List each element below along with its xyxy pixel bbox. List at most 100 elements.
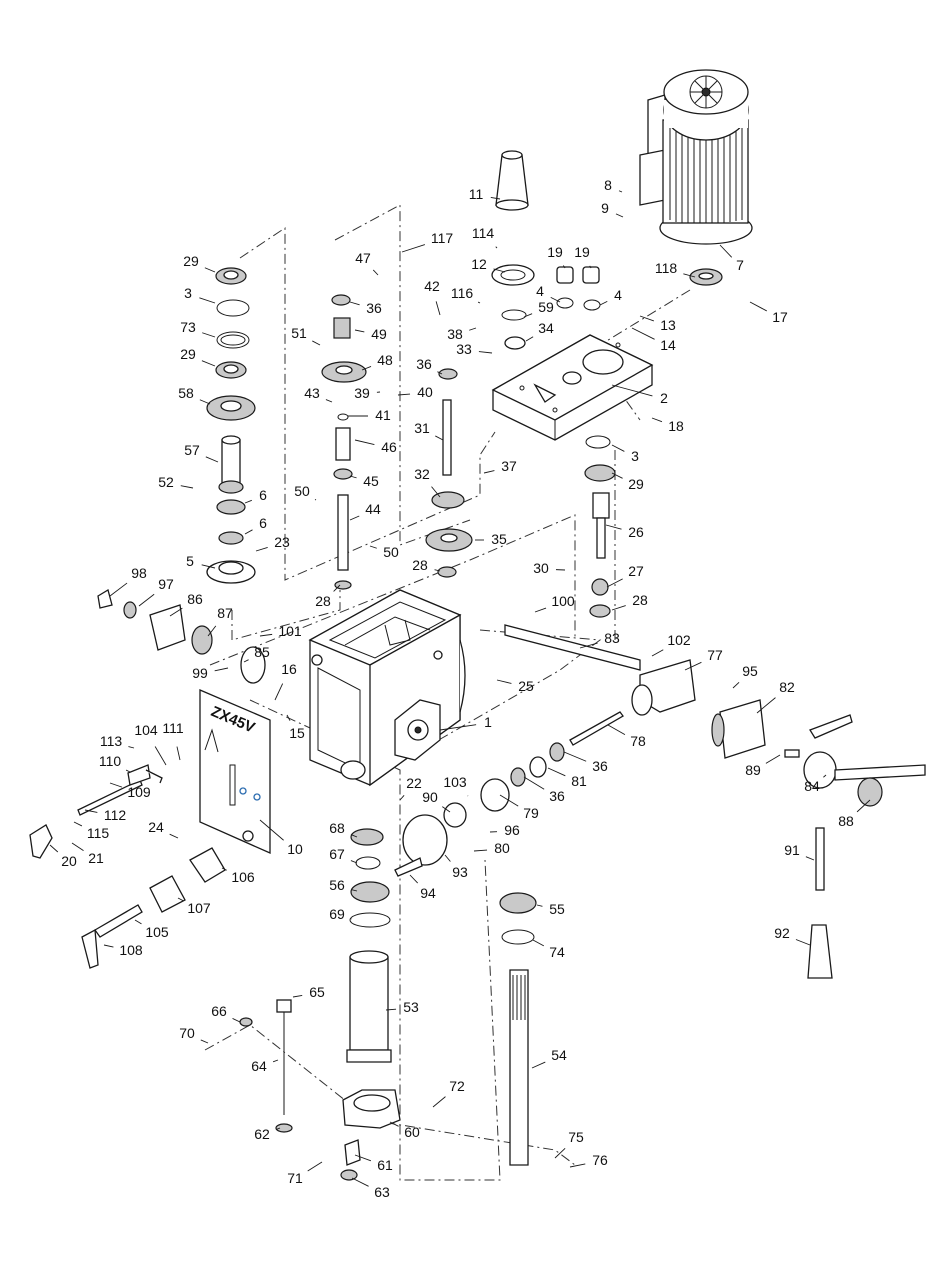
callout-number: 4 bbox=[536, 283, 544, 299]
callout-c79: 79 bbox=[499, 794, 539, 821]
callout-c36c: 36 bbox=[563, 751, 608, 774]
callout-leader bbox=[333, 584, 341, 592]
callout-leader bbox=[349, 515, 360, 521]
callout-leader bbox=[589, 265, 592, 269]
callout-number: 63 bbox=[374, 1184, 390, 1200]
callout-c55: 55 bbox=[536, 901, 565, 917]
callout-leader bbox=[351, 889, 358, 892]
callout-leader bbox=[439, 724, 477, 731]
callout-c113: 113 bbox=[100, 733, 135, 749]
callout-c50b: 50 bbox=[369, 544, 399, 560]
callout-number: 99 bbox=[192, 665, 208, 681]
callout-leader bbox=[128, 746, 135, 749]
callout-leader bbox=[169, 833, 179, 839]
assembly-line-center-gear bbox=[334, 204, 471, 546]
callout-number: 87 bbox=[217, 605, 233, 621]
callout-leader bbox=[274, 683, 284, 701]
callout-number: 91 bbox=[784, 842, 800, 858]
callout-number: 2 bbox=[660, 390, 668, 406]
callout-leader bbox=[477, 301, 481, 304]
callout-number: 36 bbox=[592, 758, 608, 774]
callout-c19a: 19 bbox=[547, 244, 566, 269]
callout-leader bbox=[201, 360, 216, 367]
callout-number: 78 bbox=[630, 733, 646, 749]
callout-leader bbox=[354, 439, 375, 446]
callout-number: 16 bbox=[281, 661, 297, 677]
callout-c28c: 28 bbox=[611, 592, 648, 611]
callout-leader bbox=[199, 399, 211, 405]
callout-number: 56 bbox=[329, 877, 345, 893]
callout-number: 61 bbox=[377, 1157, 393, 1173]
head-casting bbox=[308, 589, 466, 787]
callout-leader bbox=[651, 649, 664, 657]
callout-number: 38 bbox=[447, 326, 463, 342]
callout-c23: 23 bbox=[255, 534, 290, 552]
callout-number: 105 bbox=[145, 924, 169, 940]
callout-leader bbox=[49, 844, 59, 853]
callout-number: 28 bbox=[412, 557, 428, 573]
callout-c93: 93 bbox=[444, 854, 468, 880]
callout-number: 107 bbox=[187, 900, 211, 916]
callout-c7: 7 bbox=[719, 244, 744, 273]
callout-leader bbox=[325, 399, 333, 403]
callout-c12: 12 bbox=[471, 256, 506, 273]
callout-c24: 24 bbox=[148, 819, 179, 839]
callout-leader bbox=[372, 269, 379, 276]
callout-number: 45 bbox=[363, 473, 379, 489]
callout-number: 17 bbox=[772, 309, 788, 325]
callout-number: 43 bbox=[304, 385, 320, 401]
callout-leader bbox=[473, 849, 488, 852]
callout-leader bbox=[354, 329, 365, 333]
callout-c38: 38 bbox=[447, 326, 477, 342]
callout-leader bbox=[554, 1148, 566, 1159]
callout-number: 113 bbox=[100, 733, 123, 749]
callout-leader bbox=[856, 799, 871, 813]
callout-number: 19 bbox=[547, 244, 563, 260]
callout-number: 25 bbox=[518, 678, 534, 694]
callout-number: 53 bbox=[403, 999, 419, 1015]
callout-number: 93 bbox=[452, 864, 468, 880]
callout-c88: 88 bbox=[838, 799, 871, 829]
callout-c116: 116 bbox=[451, 285, 481, 304]
callout-c73: 73 bbox=[180, 319, 216, 338]
callout-number: 6 bbox=[259, 515, 267, 531]
callout-number: 65 bbox=[309, 984, 325, 1000]
callout-number: 74 bbox=[549, 944, 565, 960]
callout-number: 110 bbox=[99, 753, 122, 769]
callout-number: 103 bbox=[443, 774, 467, 790]
assembly-line-quill bbox=[249, 699, 501, 1181]
callout-leader bbox=[169, 607, 183, 617]
callout-leader bbox=[109, 782, 123, 788]
callout-number: 106 bbox=[231, 869, 255, 885]
callout-number: 57 bbox=[184, 442, 200, 458]
callout-leader bbox=[350, 834, 358, 838]
callout-number: 71 bbox=[287, 1170, 303, 1186]
callout-leader bbox=[138, 593, 155, 607]
callout-number: 75 bbox=[568, 1129, 584, 1145]
callout-c82: 82 bbox=[756, 679, 795, 714]
callout-leader bbox=[73, 821, 83, 827]
callout-number: 104 bbox=[134, 722, 158, 738]
callout-c95: 95 bbox=[732, 663, 758, 689]
callout-leader bbox=[314, 499, 317, 501]
callout-c80: 80 bbox=[473, 840, 510, 856]
callout-leader bbox=[350, 860, 358, 864]
callout-leader bbox=[444, 854, 451, 862]
callout-leader bbox=[312, 340, 321, 346]
callout-c25: 25 bbox=[496, 678, 534, 694]
callout-number: 94 bbox=[420, 885, 436, 901]
callout-c71: 71 bbox=[287, 1161, 323, 1186]
callout-c42: 42 bbox=[424, 278, 441, 316]
callout-c19b: 19 bbox=[574, 244, 592, 269]
motor bbox=[639, 69, 753, 245]
callout-c47: 47 bbox=[355, 250, 379, 276]
callout-c6a: 6 bbox=[244, 487, 267, 504]
callout-leader bbox=[397, 393, 411, 396]
callout-leader bbox=[432, 1096, 446, 1108]
callout-c107: 107 bbox=[177, 897, 211, 916]
callout-number: 39 bbox=[354, 385, 370, 401]
callout-leader bbox=[536, 904, 543, 907]
callout-leader bbox=[483, 470, 495, 474]
callout-number: 27 bbox=[628, 563, 644, 579]
callout-c115: 115 bbox=[73, 821, 109, 841]
